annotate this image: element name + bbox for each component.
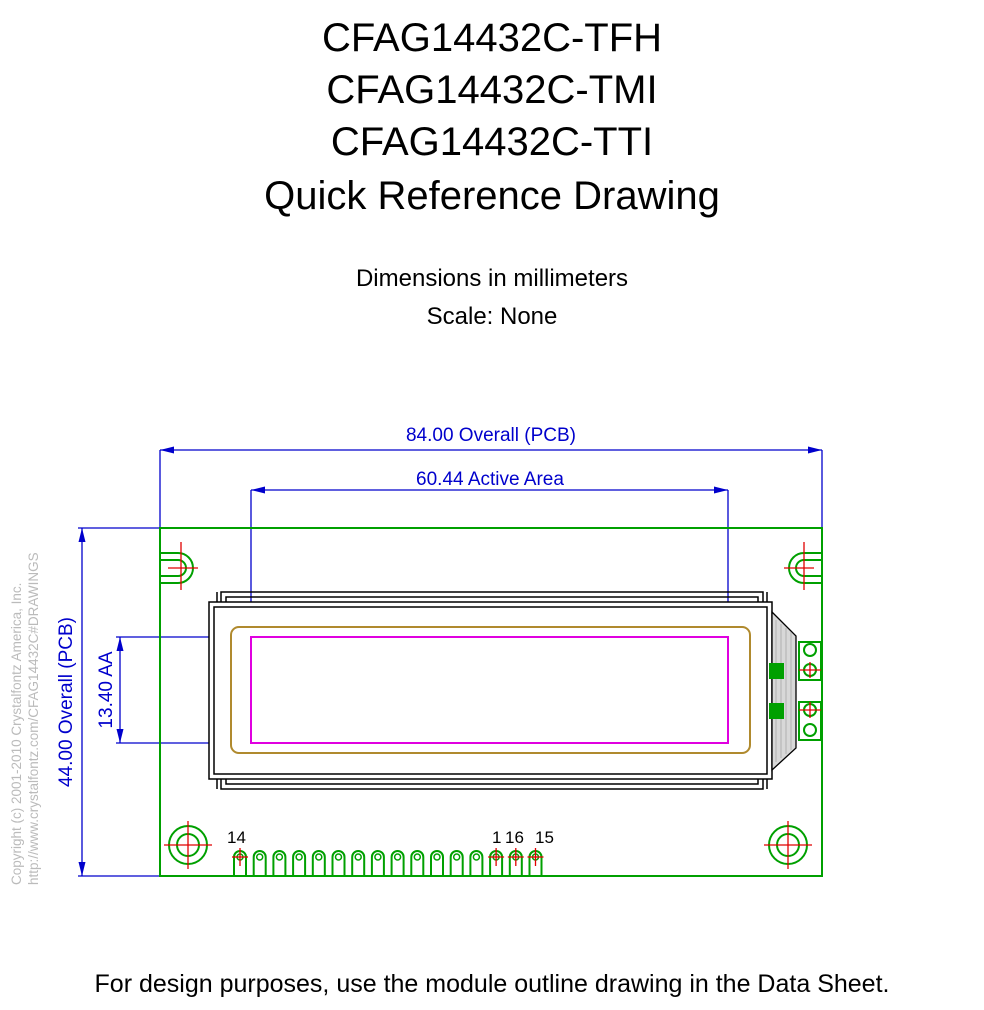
- mounting-hole-left: [164, 821, 212, 869]
- mounting-hole-right: [764, 821, 812, 869]
- title-line-2: CFAG14432C-TMI: [326, 68, 658, 112]
- pin-label-1: 1: [492, 828, 501, 847]
- connector-pin: [370, 850, 385, 876]
- units-note: Dimensions in millimeters: [355, 265, 629, 292]
- pin-hole: [472, 853, 481, 861]
- arrowhead: [116, 729, 124, 743]
- pin-hole: [374, 853, 382, 861]
- pin-hole: [334, 853, 343, 861]
- pin-hole: [255, 853, 264, 861]
- connector-pin: [272, 850, 287, 876]
- aa-width-label: 60.44 Active Area: [416, 469, 564, 490]
- pin-label-16: 16: [505, 828, 524, 847]
- connector-pin: [292, 850, 307, 876]
- pin-hole: [295, 853, 303, 861]
- bezel-outline: [230, 626, 751, 754]
- arrowhead: [160, 446, 174, 454]
- connector-pin: [311, 850, 326, 876]
- title-line-1: CFAG14432C-TFH: [321, 16, 663, 60]
- design-note: For design purposes, use the module outl…: [94, 970, 890, 998]
- connector-pins: [232, 848, 544, 876]
- pin-hole: [354, 853, 362, 861]
- arrowhead: [78, 862, 86, 876]
- arrowhead: [78, 528, 86, 542]
- title-line-3: CFAG14432C-TTI: [330, 120, 654, 164]
- aa-height-label: 13.40 AA: [96, 651, 117, 728]
- lcd-frame: [208, 591, 773, 790]
- title-line-4: Quick Reference Drawing: [264, 174, 720, 218]
- backlight-tab-hatch: [775, 620, 792, 762]
- pad: [769, 663, 784, 679]
- pad-centerlines: [799, 662, 821, 718]
- connector-pin: [351, 850, 366, 876]
- pcb-height-label: 44.00 Overall (PCB): [56, 617, 77, 787]
- connector-pin: [449, 850, 464, 876]
- pin-hole: [275, 853, 284, 861]
- connector-pin: [252, 850, 267, 876]
- connector-pin: [331, 850, 346, 876]
- pad-group-top: [798, 641, 822, 681]
- connector-pin: [469, 850, 484, 876]
- pad: [769, 703, 784, 719]
- slot-centerlines: [168, 542, 814, 590]
- pin-hole: [315, 853, 323, 861]
- arrowhead: [714, 486, 728, 494]
- arrowhead: [251, 486, 265, 494]
- pin-hole: [452, 853, 461, 861]
- active-area: [250, 636, 729, 744]
- pin-hole: [393, 853, 402, 861]
- pin-hole: [413, 853, 422, 861]
- connector-pin: [410, 850, 425, 876]
- pin-label-15: 15: [535, 828, 554, 847]
- arrowhead: [808, 446, 822, 454]
- pcb-width-label: 84.00 Overall (PCB): [406, 425, 576, 446]
- pin-hole: [433, 853, 441, 861]
- pin-label-14: 14: [227, 828, 246, 847]
- connector-pin: [430, 850, 444, 876]
- scale-note: Scale: None: [426, 303, 558, 330]
- connector-pin: [390, 850, 405, 876]
- arrowhead: [116, 637, 124, 651]
